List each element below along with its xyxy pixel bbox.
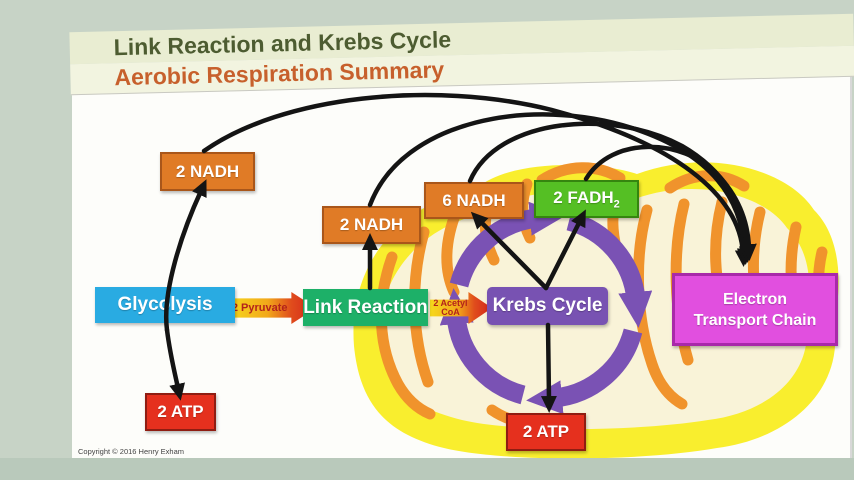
copyright-note: Copyright © 2016 Henry Exham [78, 447, 184, 456]
arrow-krebs-to-atp [540, 322, 557, 413]
atp-krebs-label: 2 ATP [522, 422, 570, 441]
arrow-glycolysis-to-atp [164, 327, 185, 401]
acetyl-coa-label: 2 Acetyl CoA [433, 298, 468, 317]
nadh-link-box: 2 NADH [322, 206, 421, 244]
krebs-cycle-box: Krebs Cycle [487, 287, 608, 325]
slide-canvas: 2 NADH 2 NADH 6 NADH 2 FADH2 Glycolysis … [72, 76, 852, 458]
atp-glycolysis-label: 2 ATP [157, 402, 204, 421]
fadh2-krebs-box: 2 FADH2 [534, 180, 639, 218]
arrow-krebs-to-6nadh [470, 211, 549, 291]
atp-glycolysis-box: 2 ATP [145, 393, 216, 431]
etc-label-line2: Transport Chain [693, 311, 817, 329]
arc-nadh1-to-etc [201, 92, 751, 267]
link-reaction-label: Link Reaction [303, 296, 428, 318]
electron-transport-chain-box: Electron Transport Chain [672, 273, 838, 346]
atp-krebs-box: 2 ATP [506, 413, 586, 451]
fadh2-krebs-label: 2 FADH2 [553, 187, 620, 211]
background-band [0, 458, 854, 480]
nadh-link-label: 2 NADH [339, 215, 404, 234]
arrow-krebs-to-fadh2 [543, 209, 586, 291]
krebs-cycle-label: Krebs Cycle [492, 295, 603, 316]
fadh2-subscript: 2 [613, 198, 620, 211]
nadh-krebs-box: 6 NADH [424, 182, 524, 219]
etc-label-line1: Electron [722, 290, 787, 308]
glycolysis-label: Glycolysis [117, 294, 213, 315]
nadh-glycolysis-box: 2 NADH [160, 152, 255, 191]
glycolysis-box: Glycolysis [95, 287, 235, 323]
nadh-krebs-label: 6 NADH [442, 190, 506, 210]
link-reaction-box: Link Reaction [303, 289, 428, 326]
pyruvate-label: 2 Pyruvate [231, 302, 288, 314]
acetyl-coa-arrow: 2 Acetyl CoA [430, 292, 492, 324]
nadh-glycolysis-label: 2 NADH [175, 161, 240, 181]
